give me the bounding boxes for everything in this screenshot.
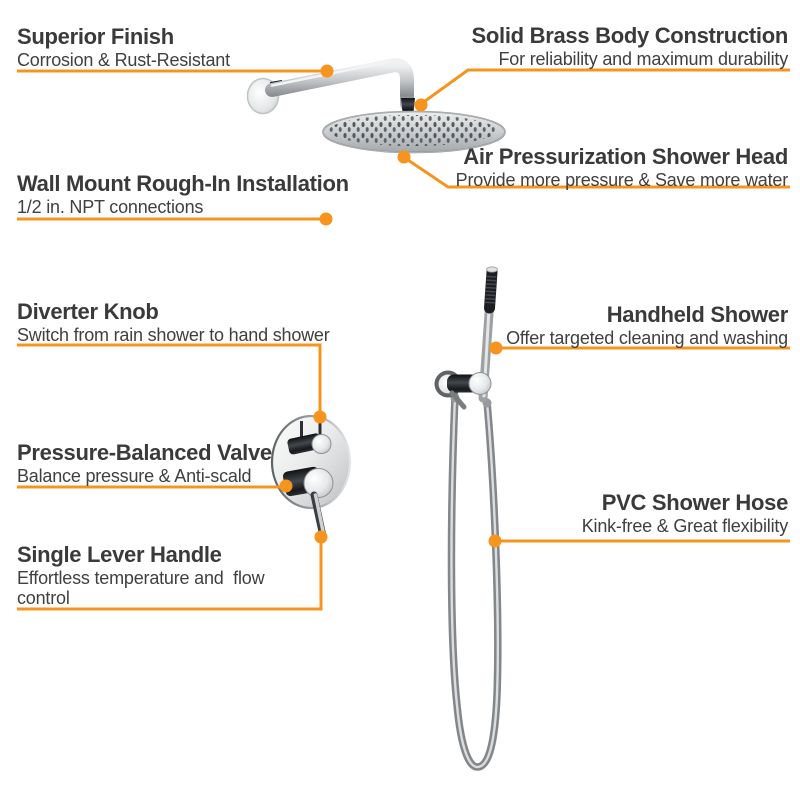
connector-superior-finish bbox=[17, 64, 334, 78]
rain-shower-head bbox=[322, 110, 506, 154]
callout-solid-brass: Solid Brass Body Construction For reliab… bbox=[471, 23, 789, 70]
connector-wall-mount bbox=[17, 212, 333, 226]
callout-title: Pressure-Balanced Valve bbox=[17, 440, 272, 465]
callout-title: Superior Finish bbox=[17, 24, 174, 49]
callout-title: Single Lever Handle bbox=[17, 542, 222, 567]
connector-handheld-shower bbox=[489, 341, 790, 355]
handheld-bracket bbox=[434, 370, 492, 410]
mixer-valve bbox=[270, 414, 352, 538]
connector-pressure-balanced-valve bbox=[17, 479, 293, 493]
callout-superior-finish: Superior Finish Corrosion & Rust-Resista… bbox=[17, 25, 230, 71]
callout-title: Handheld Shower bbox=[606, 302, 789, 327]
callout-wall-mount: Wall Mount Rough-In Installation 1/2 in.… bbox=[17, 172, 349, 218]
callout-connectors bbox=[17, 64, 790, 611]
lever-handle-part bbox=[282, 466, 334, 538]
callout-subtitle: Balance pressure & Anti-scald bbox=[17, 466, 252, 487]
callout-subtitle: Offer targeted cleaning and washing bbox=[506, 328, 788, 349]
callout-subtitle: Switch from rain shower to hand shower bbox=[17, 325, 330, 346]
callout-handheld-shower: Handheld Shower Offer targeted cleaning … bbox=[506, 303, 788, 349]
callout-title: PVC Shower Hose bbox=[601, 490, 789, 515]
callout-subtitle: Provide more pressure & Save more water bbox=[455, 170, 789, 191]
diverter-knob-part bbox=[287, 417, 332, 455]
callout-single-lever-handle: Single Lever Handle Effortless temperatu… bbox=[17, 542, 265, 609]
callout-pressure-balanced-valve: Pressure-Balanced Valve Balance pressure… bbox=[17, 441, 272, 487]
callout-subtitle: Effortless temperature and flow control bbox=[17, 568, 265, 609]
connector-diverter-knob bbox=[17, 343, 327, 424]
callout-title: Wall Mount Rough-In Installation bbox=[17, 171, 349, 196]
connector-solid-brass bbox=[414, 68, 790, 112]
callout-title: Diverter Knob bbox=[17, 299, 159, 324]
callout-diverter-knob: Diverter Knob Switch from rain shower to… bbox=[17, 300, 330, 346]
callout-air-pressurization: Air Pressurization Shower Head Provide m… bbox=[455, 144, 789, 191]
callout-title: Air Pressurization Shower Head bbox=[463, 144, 788, 169]
callout-subtitle: Kink-free & Great flexibility bbox=[581, 516, 788, 537]
shower-hose bbox=[447, 392, 502, 771]
connector-air-pressurization bbox=[397, 150, 790, 189]
callout-subtitle: 1/2 in. NPT connections bbox=[17, 197, 204, 218]
callout-pvc-shower-hose: PVC Shower Hose Kink-free & Great flexib… bbox=[581, 490, 789, 537]
connector-single-lever-handle bbox=[17, 530, 328, 611]
callout-subtitle: For reliability and maximum durability bbox=[498, 49, 789, 70]
callout-subtitle: Corrosion & Rust-Resistant bbox=[17, 50, 230, 71]
callout-title: Solid Brass Body Construction bbox=[471, 23, 789, 48]
connector-pvc-shower-hose bbox=[488, 534, 790, 548]
